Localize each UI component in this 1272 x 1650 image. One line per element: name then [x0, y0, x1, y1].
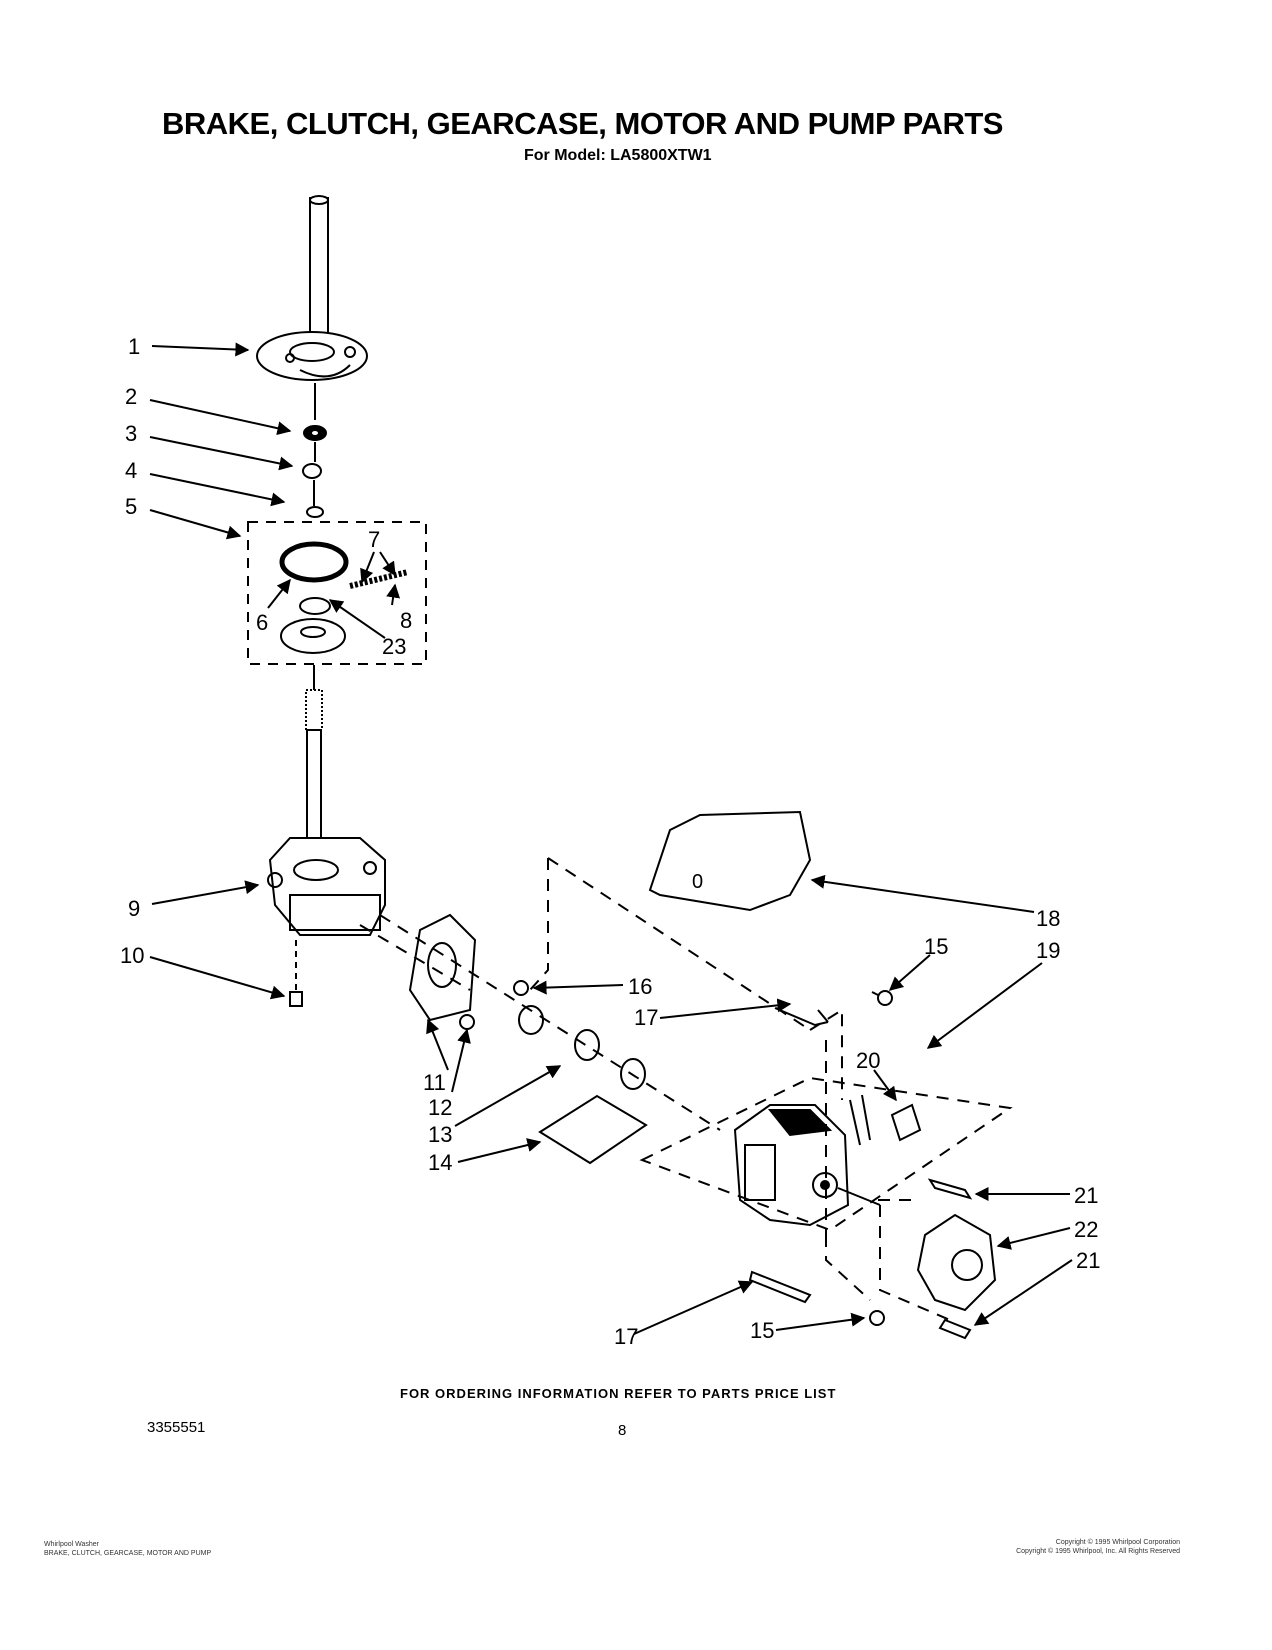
callout-20: 20 — [856, 1048, 880, 1073]
callout-19: 19 — [1036, 938, 1060, 963]
callout-22: 22 — [1074, 1217, 1098, 1242]
callout-17-upper: 17 — [634, 1005, 658, 1030]
part-11-mounting-plate — [408, 913, 477, 1022]
callout-7: 7 — [368, 527, 380, 552]
callout-14: 14 — [428, 1150, 452, 1175]
callout-10: 10 — [120, 943, 144, 968]
page-title: BRAKE, CLUTCH, GEARCASE, MOTOR AND PUMP … — [162, 106, 1003, 141]
part-1-brake-shaft-assembly — [256, 195, 368, 381]
model-subtitle: For Model: LA5800XTW1 — [524, 147, 712, 164]
part-10-screw — [289, 940, 303, 1007]
part-22-pump — [916, 1213, 997, 1312]
callout-18: 18 — [1036, 906, 1060, 931]
callout-labels: 1 2 3 4 5 6 7 8 9 10 11 12 13 14 15 16 1… — [120, 334, 1100, 1349]
parts-12-16-13-couplers — [459, 980, 646, 1090]
callout-3: 3 — [125, 421, 137, 446]
page-number: 8 — [618, 1422, 627, 1439]
part-9-gearcase — [267, 665, 386, 936]
ordering-note: FOR ORDERING INFORMATION REFER TO PARTS … — [400, 1386, 837, 1401]
callout-2: 2 — [125, 384, 137, 409]
part-19-motor — [733, 1104, 881, 1227]
callout-4: 4 — [125, 458, 137, 483]
part-17-bracket-lower — [748, 1270, 812, 1304]
fine-print-right: Copyright © 1995 Whirlpool Corporation C… — [1016, 1539, 1180, 1555]
part-5-clutch-assembly — [247, 521, 427, 665]
part-20-switch — [849, 1094, 922, 1146]
callout-13: 13 — [428, 1122, 452, 1147]
callout-16: 16 — [628, 974, 652, 999]
callout-21-lower: 21 — [1076, 1248, 1100, 1273]
callout-15-upper: 15 — [924, 934, 948, 959]
callout-23: 23 — [382, 634, 406, 659]
document-number: 3355551 — [147, 1419, 206, 1436]
parts-2-4-washers — [302, 383, 327, 518]
callout-21-upper: 21 — [1074, 1183, 1098, 1208]
assembly-guide-lines — [359, 857, 1013, 1321]
svg-text:0: 0 — [692, 871, 703, 893]
part-15-screw-upper — [871, 990, 893, 1006]
callout-17-lower: 17 — [614, 1324, 638, 1349]
part-15-screw-lower — [869, 1310, 885, 1326]
part-14-gasket — [538, 1094, 648, 1165]
callout-9: 9 — [128, 896, 140, 921]
part-18-shield: 0 — [648, 810, 812, 912]
fine-print-left: Whirlpool Washer BRAKE, CLUTCH, GEARCASE… — [44, 1541, 212, 1557]
callout-5: 5 — [125, 494, 137, 519]
part-17-bracket-upper — [774, 1007, 829, 1027]
callout-1: 1 — [128, 334, 140, 359]
callout-leaders — [149, 342, 1073, 1335]
callout-8: 8 — [400, 608, 412, 633]
callout-15-lower: 15 — [750, 1318, 774, 1343]
part-21-clips — [927, 1178, 973, 1340]
callout-11: 11 — [423, 1070, 446, 1095]
callout-12: 12 — [428, 1095, 452, 1120]
callout-6: 6 — [256, 610, 268, 635]
